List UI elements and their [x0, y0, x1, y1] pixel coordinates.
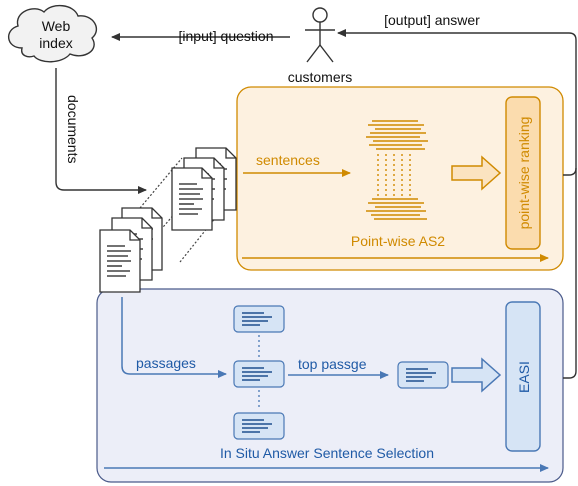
input-question-label: [input] question — [179, 28, 274, 44]
sentence-lines-bottom — [366, 198, 427, 220]
web-index-cloud: Web index — [8, 5, 97, 63]
customer-icon — [305, 7, 335, 63]
sentence-dots — [377, 154, 411, 196]
easi-panel-title: In Situ Answer Sentence Selection — [220, 445, 434, 461]
easi-panel — [96, 288, 564, 483]
easi-arrow — [451, 357, 502, 393]
passages-arrow — [121, 297, 227, 378]
customers-label: customers — [288, 69, 353, 85]
sentence-lines-top — [366, 120, 428, 150]
ranking-arrow — [451, 155, 502, 191]
as2-panel — [236, 86, 564, 271]
passage-card — [233, 360, 285, 388]
point-wise-ranking-box — [505, 96, 541, 250]
point-wise-ranking-label: point-wise ranking — [516, 117, 532, 230]
web-index-label-line2: index — [39, 35, 72, 51]
output-answer-arrow — [337, 29, 577, 176]
easi-label: EASI — [516, 361, 532, 393]
web-index-label-line1: Web — [42, 18, 71, 34]
document-stack-back — [171, 147, 237, 231]
documents-label: documents — [65, 95, 81, 163]
document-stack-front — [99, 207, 163, 293]
passage-card — [233, 305, 285, 333]
top-passage-card — [397, 361, 449, 389]
easi-box — [505, 301, 541, 452]
passages-label: passages — [136, 355, 196, 371]
as2-panel-title: Point-wise AS2 — [351, 233, 445, 249]
documents-arrow — [55, 68, 147, 194]
sentences-label: sentences — [256, 152, 320, 168]
output-answer-label: [output] answer — [384, 12, 480, 28]
passage-card — [233, 412, 285, 440]
top-passage-label: top passge — [298, 356, 367, 372]
